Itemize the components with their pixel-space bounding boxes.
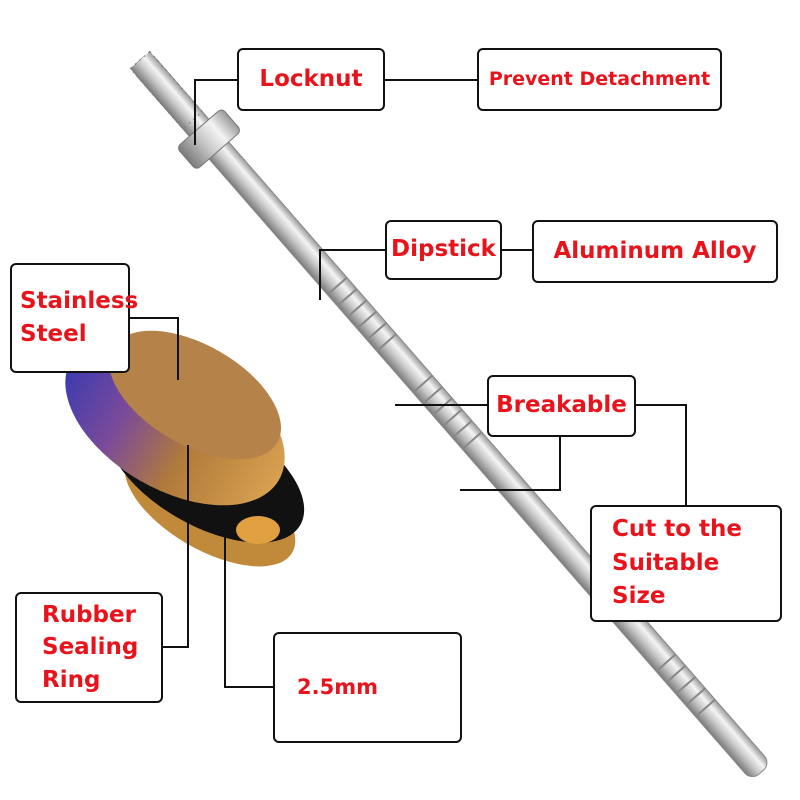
label-text: Stainless bbox=[20, 287, 139, 314]
label-text: Breakable bbox=[496, 392, 627, 419]
label-text: Prevent Detachment bbox=[488, 67, 711, 90]
label-text: Suitable Size bbox=[612, 549, 720, 610]
label-breakable: Breakable bbox=[487, 375, 636, 437]
label-text: Steel bbox=[20, 321, 87, 347]
label-text: Aluminum Alloy bbox=[553, 237, 757, 264]
label-text: Dipstick bbox=[391, 236, 496, 263]
label-text: Cut to the bbox=[612, 516, 743, 543]
label-locknut: Locknut bbox=[237, 48, 385, 111]
label-dipstick: Dipstick bbox=[385, 220, 502, 280]
label-prevent-detachment: Prevent Detachment bbox=[477, 48, 722, 111]
leader-lines bbox=[130, 79, 687, 688]
label-text: Sealing bbox=[42, 634, 139, 661]
oil-cap bbox=[65, 330, 305, 567]
label-thickness: 2.5mm bbox=[273, 632, 462, 743]
label-text: Ring bbox=[42, 666, 101, 693]
label-text: 2.5mm bbox=[297, 675, 378, 700]
label-text: Locknut bbox=[259, 65, 363, 92]
label-text: Rubber bbox=[42, 602, 136, 629]
label-aluminum-alloy: Aluminum Alloy bbox=[532, 220, 778, 283]
